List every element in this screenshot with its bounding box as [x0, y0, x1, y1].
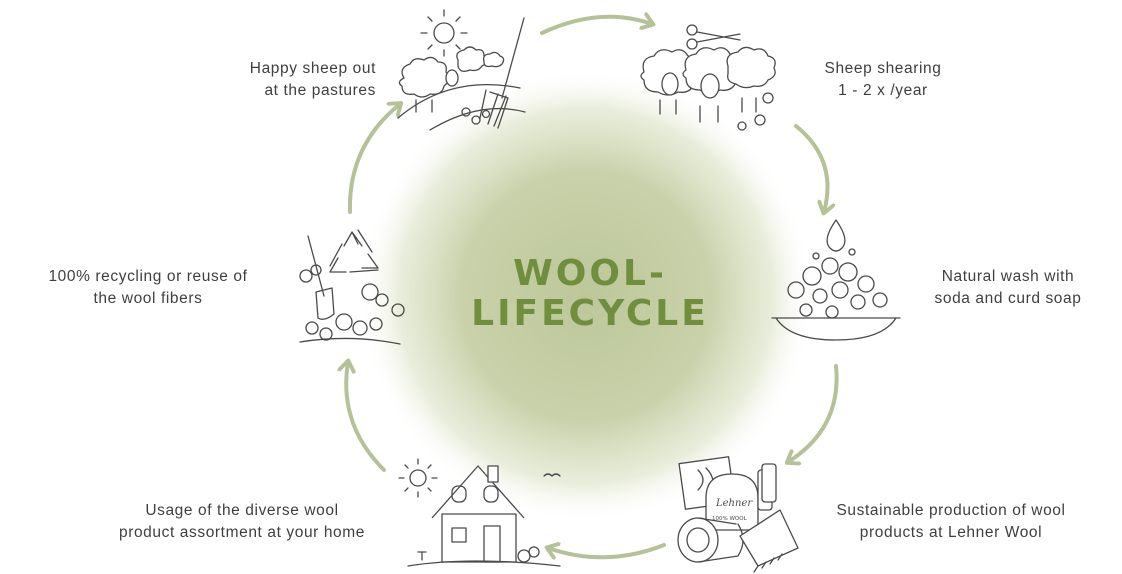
arrow-shearing-to-wash [794, 124, 828, 212]
label-recycling: 100% recycling or reuse of the wool fibe… [10, 266, 286, 310]
label-pasture: Happy sheep out at the pastures [180, 58, 376, 102]
sun-icon [420, 9, 468, 57]
arrow-wash-to-production [788, 364, 839, 462]
arrow-production-to-home [548, 545, 666, 557]
label-pasture-line1: Happy sheep out [249, 60, 376, 77]
label-production-line2: products at Lehner Wool [859, 524, 1043, 541]
label-wash: Natural wash with soda and curd soap [900, 266, 1116, 310]
shovel-icon [307, 235, 335, 320]
center-title: WOOL- LIFECYCLE [430, 254, 750, 334]
basin-icon [771, 317, 901, 341]
arrow-pasture-to-shearing [540, 17, 652, 35]
label-home-line1: Usage of the diverse wool [145, 502, 339, 519]
title-line-1: WOOL- [513, 253, 667, 294]
title-line-2: LIFECYCLE [471, 293, 709, 334]
wool-products-icon: Lehner 100% WOOL [677, 456, 799, 573]
arrow-recycling-to-pasture [347, 104, 400, 214]
water-drop-icon [826, 219, 846, 252]
label-pasture-line2: at the pastures [264, 82, 376, 99]
label-home: Usage of the diverse wool product assort… [70, 500, 414, 544]
label-production-line1: Sustainable production of wool [836, 502, 1066, 519]
flowers-icon [461, 107, 491, 125]
house-icon [398, 458, 561, 567]
sheep-icon [398, 56, 459, 113]
sheep-shearing-icon [640, 24, 776, 131]
sheep-group-icon [640, 46, 776, 131]
recycling-icon [299, 229, 405, 345]
sheep-small-icon [456, 46, 505, 72]
sun-small-icon [398, 458, 438, 498]
label-production: Sustainable production of wool products … [796, 500, 1106, 544]
label-recycling-line1: 100% recycling or reuse of [48, 268, 248, 285]
label-wash-line2: soda and curd soap [934, 290, 1082, 307]
brand-tag: 100% WOOL [712, 516, 748, 522]
wool-pile-icon [299, 264, 405, 345]
brand-script: Lehner [715, 498, 753, 509]
label-shearing-line2: 1 - 2 x /year [838, 82, 928, 99]
recycle-symbol-icon [329, 229, 379, 273]
pitchfork-icon [479, 17, 525, 129]
label-shearing: Sheep shearing 1 - 2 x /year [790, 58, 976, 102]
wool-roll-icon [677, 517, 744, 563]
arrow-home-to-recycling [346, 362, 386, 472]
label-home-line2: product assortment at your home [118, 524, 366, 541]
blanket-icon [739, 509, 799, 567]
suds-icon [787, 248, 888, 319]
wool-wash-icon [771, 219, 901, 341]
label-recycling-line2: the wool fibers [93, 290, 203, 307]
label-wash-line1: Natural wash with [941, 268, 1075, 285]
scissors-icon [686, 24, 741, 50]
center-glow [358, 68, 814, 524]
label-shearing-line1: Sheep shearing [824, 60, 942, 77]
sheep-pasture-icon [397, 9, 526, 131]
